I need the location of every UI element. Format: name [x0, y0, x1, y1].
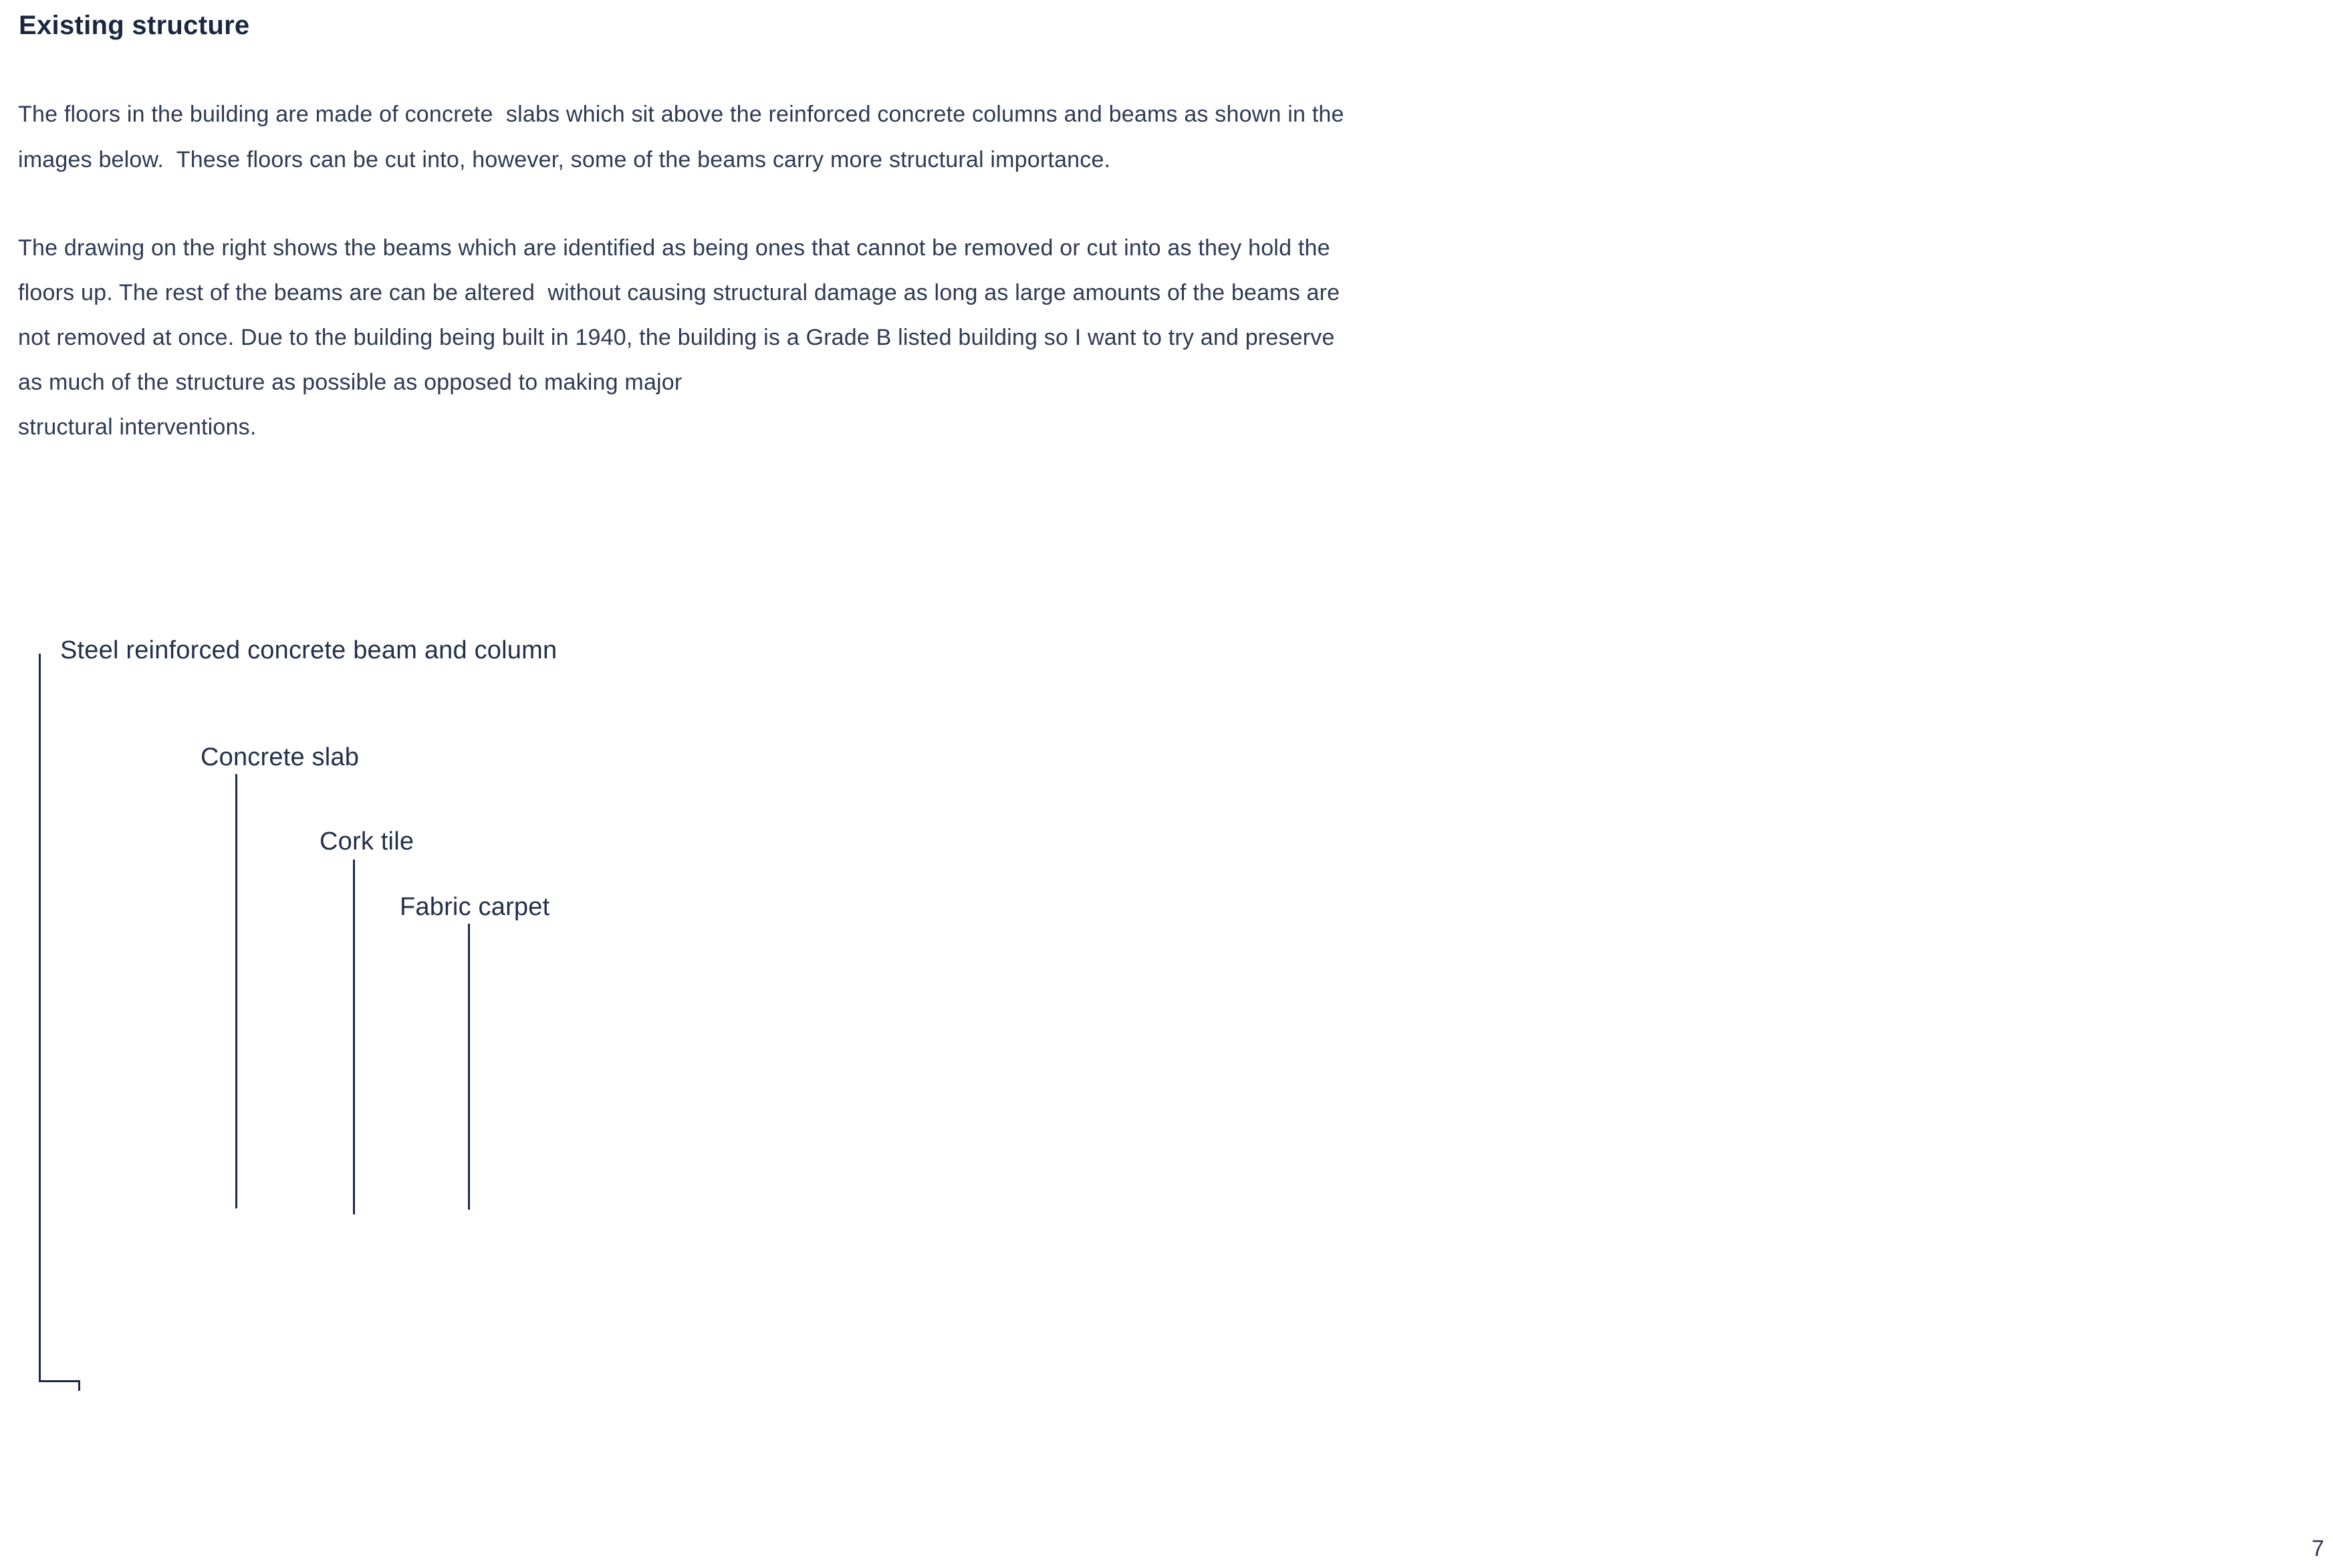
leader-line-cork	[353, 860, 355, 1214]
body-text-line: not removed at once. Due to the building…	[18, 325, 1335, 350]
annotation-label-slab: Concrete slab	[201, 743, 360, 771]
body-text-line: as much of the structure as possible as …	[18, 370, 683, 395]
page-number: 7	[2312, 1536, 2324, 1561]
annotation-label-carpet: Fabric carpet	[400, 893, 550, 921]
leader-line-beam-column	[39, 654, 41, 1382]
body-text-line: The floors in the building are made of c…	[18, 102, 1344, 127]
page-title: Existing structure	[19, 11, 250, 40]
leader-line-slab	[235, 774, 237, 1208]
leader-line-beam-column-elbow	[39, 1380, 80, 1382]
annotation-label-cork: Cork tile	[320, 827, 414, 856]
body-text-line: floors up. The rest of the beams are can…	[18, 280, 1340, 305]
body-text-line: The drawing on the right shows the beams…	[18, 235, 1330, 261]
annotation-label-beam-column: Steel reinforced concrete beam and colum…	[60, 636, 558, 664]
leader-line-carpet	[468, 924, 470, 1210]
body-text-line: images below. These floors can be cut in…	[18, 147, 1111, 172]
body-text-line: structural interventions.	[18, 414, 257, 440]
leader-line-beam-column-tick	[78, 1380, 80, 1391]
